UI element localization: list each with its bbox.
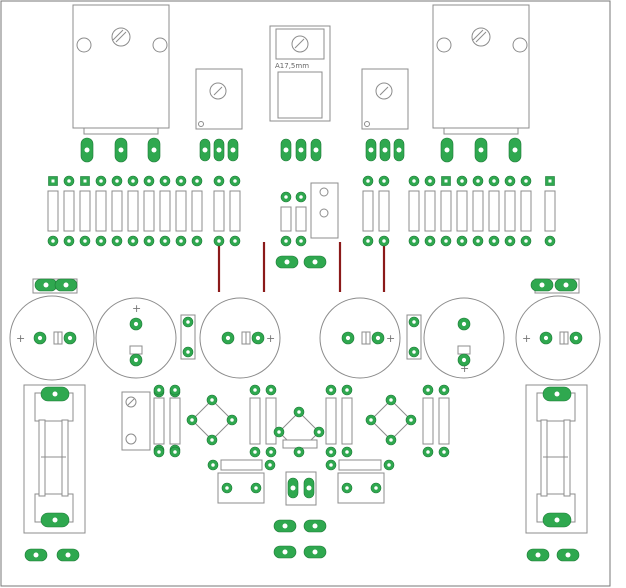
resistor-body [47, 190, 59, 232]
resistor-body [229, 190, 241, 232]
trimmer-bottom-left [121, 391, 151, 451]
resistor-body [424, 190, 436, 232]
resistor-body [362, 190, 374, 232]
resistor-body [127, 190, 139, 232]
resistor-body [544, 190, 556, 232]
fuse-right [525, 384, 588, 534]
capacitor-group: + + + + + + [9, 295, 601, 381]
resistor-body [95, 190, 107, 232]
polarity-mark: + [132, 302, 141, 315]
electrolytic-capacitor [199, 297, 281, 379]
electrolytic-capacitor [9, 295, 95, 381]
resistor-body [472, 190, 484, 232]
resistor-body [79, 190, 91, 232]
electrolytic-capacitor [95, 297, 177, 379]
power-transistor-left [72, 4, 170, 135]
power-transistor-right [432, 4, 530, 135]
fuse-left [23, 384, 86, 534]
electrolytic-capacitor [319, 297, 401, 379]
electrolytic-capacitor [423, 297, 505, 379]
resistor-body [63, 190, 75, 232]
resistor-body [456, 190, 468, 232]
resistor-body [295, 206, 307, 232]
electrolytic-capacitor [515, 295, 601, 381]
driver-transistor-center: A17,5mm [269, 25, 331, 122]
resistor-body [191, 190, 203, 232]
resistor-body [111, 190, 123, 232]
resistor-body [175, 190, 187, 232]
resistor-body [440, 190, 452, 232]
polarity-mark: + [386, 332, 395, 345]
lower-components [153, 397, 450, 506]
center-trimmer [310, 182, 339, 239]
polarity-mark: + [460, 362, 469, 375]
resistor-body [280, 206, 292, 232]
transistor-label: A17,5mm [275, 62, 309, 70]
resistor-body [378, 190, 390, 232]
copper-pads [24, 137, 583, 562]
resistor-body [213, 190, 225, 232]
polarity-mark: + [266, 332, 275, 345]
polarity-mark: + [16, 332, 25, 345]
jumper-wires [217, 242, 386, 292]
resistor-body [504, 190, 516, 232]
small-transistor-right [361, 68, 409, 130]
resistor-body [408, 190, 420, 232]
polarity-mark: + [522, 332, 531, 345]
resistor-body [488, 190, 500, 232]
resistor-body [159, 190, 171, 232]
resistor-body [520, 190, 532, 232]
small-transistor-left [195, 68, 243, 130]
resistor-body [143, 190, 155, 232]
